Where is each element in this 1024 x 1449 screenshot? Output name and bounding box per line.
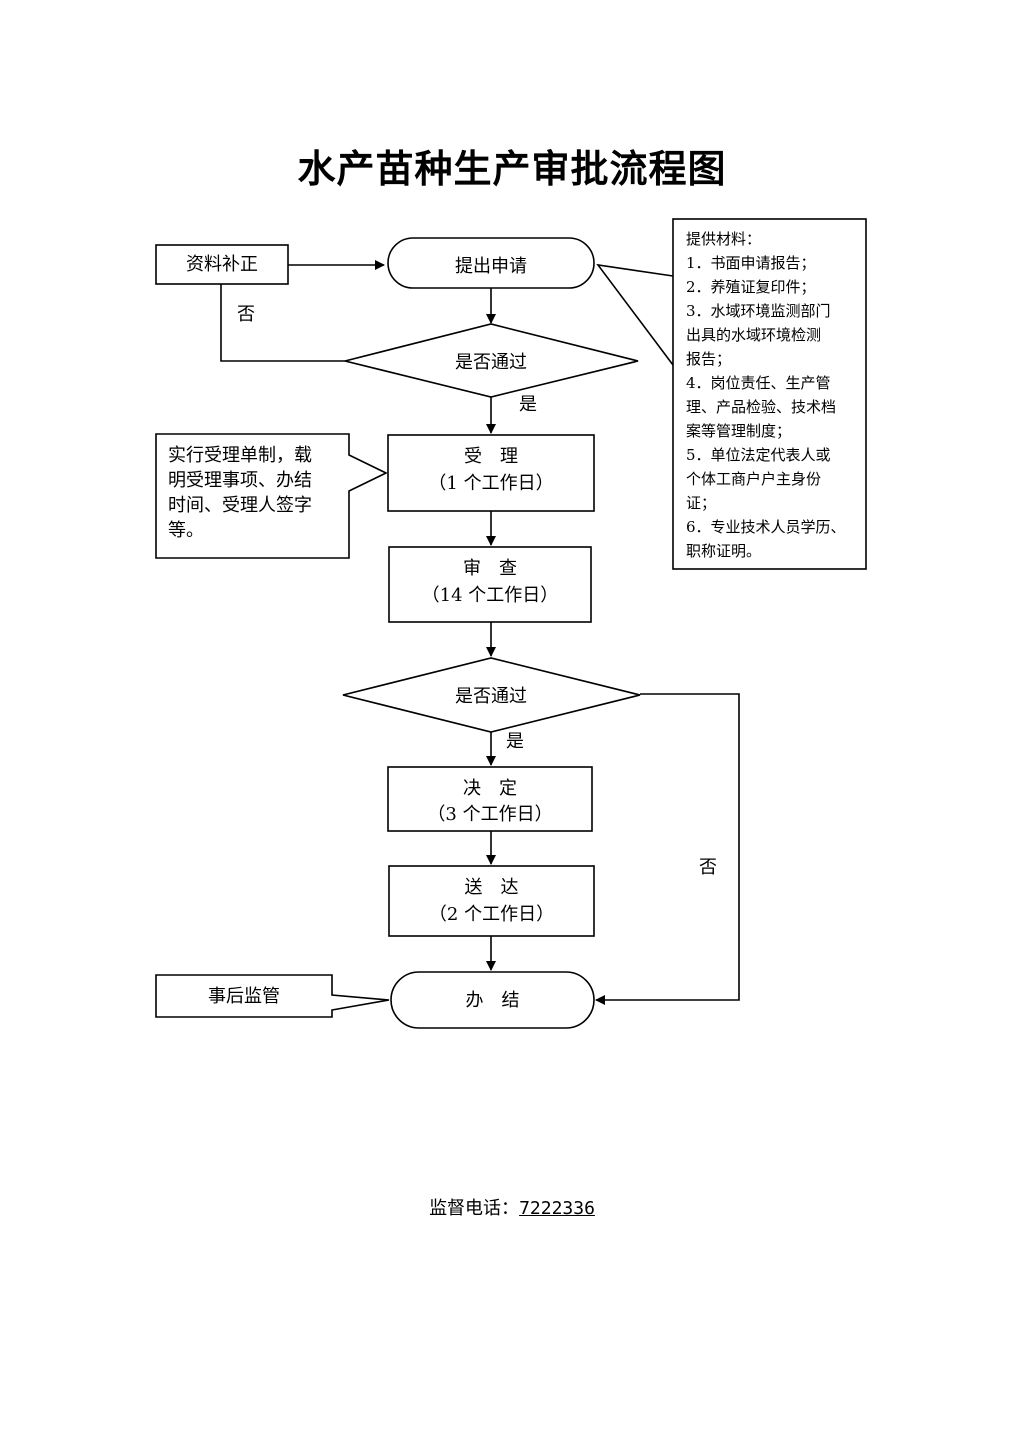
phone-label: 监督电话：: [429, 1198, 520, 1219]
accept-note-line: 时间、受理人签字: [168, 495, 312, 516]
accept-note-callout: [155, 433, 388, 559]
materials-line: 报告；: [686, 350, 732, 368]
check1-label: 是否通过: [455, 352, 527, 373]
edge-yes-1: 是: [519, 394, 537, 415]
materials-line: 3．水域环境监测部门: [686, 302, 831, 320]
finish-label: 办 结: [465, 990, 520, 1011]
materials-line: 出具的水域环境检测: [686, 326, 822, 344]
apply-label: 提出申请: [455, 256, 527, 277]
page-title: 水产苗种生产审批流程图: [297, 146, 727, 191]
materials-heading: 提供材料：: [686, 230, 762, 248]
accept-note-line: 明受理事项、办结: [168, 470, 312, 491]
materials-line: 2．养殖证复印件；: [686, 278, 816, 296]
review-box: [388, 546, 592, 623]
materials-line: 4．岗位责任、生产管: [686, 374, 831, 392]
materials-list: 提供材料： 1．书面申请报告； 2．养殖证复印件； 3．水域环境监测部门 出具的…: [686, 227, 858, 563]
supervision-phone: 监督电话：7222336: [0, 1194, 1024, 1220]
supplement-label: 资料补正: [186, 254, 258, 275]
review-time: （14 个工作日）: [421, 585, 559, 606]
edge-yes-2: 是: [506, 731, 524, 752]
accept-title: 受 理: [464, 446, 518, 467]
accept-note: 实行受理单制，载 明受理事项、办结 时间、受理人签字 等。: [168, 443, 344, 543]
materials-line: 1．书面申请报告；: [686, 254, 816, 272]
materials-line: 案等管理制度；: [686, 422, 792, 440]
materials-line: 6．专业技术人员学历、: [686, 518, 846, 536]
accept-time: （1 个工作日）: [428, 473, 554, 494]
materials-line: 理、产品检验、技术档: [686, 398, 837, 416]
accept-note-line: 等。: [168, 520, 204, 541]
supervise-label: 事后监管: [208, 986, 280, 1007]
materials-line: 证；: [686, 494, 717, 512]
decide-time: （3 个工作日）: [427, 804, 553, 825]
review-title: 审 查: [463, 558, 517, 579]
phone-number: 7222336: [519, 1198, 595, 1219]
deliver-title: 送 达: [464, 877, 519, 898]
finish-terminal: [390, 971, 595, 1029]
check2-label: 是否通过: [455, 686, 527, 707]
materials-line: 5．单位法定代表人或: [686, 446, 831, 464]
edge-no-1: 否: [237, 304, 255, 325]
materials-line: 职称证明。: [686, 542, 762, 560]
accept-note-line: 实行受理单制，载: [168, 445, 312, 466]
materials-pointer: [596, 263, 674, 366]
materials-box: [672, 218, 867, 570]
edge-no-2: 否: [699, 857, 717, 878]
decide-title: 决 定: [463, 778, 517, 799]
decide-box: [387, 766, 593, 832]
check2-diamond: [342, 657, 641, 733]
materials-line: 个体工商户户主身份: [686, 470, 822, 488]
check1-diamond: [344, 323, 639, 398]
deliver-time: （2 个工作日）: [428, 904, 555, 925]
supervise-callout: [155, 974, 390, 1018]
